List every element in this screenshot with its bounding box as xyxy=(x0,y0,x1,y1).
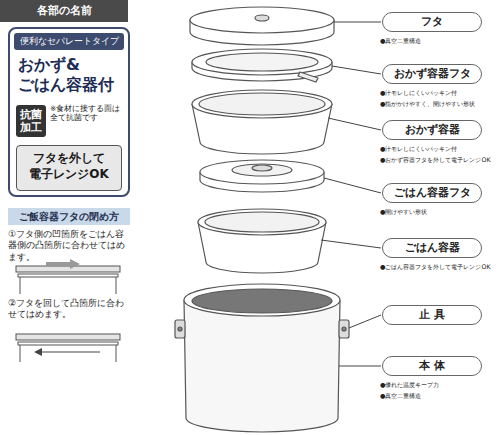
clasp-left xyxy=(175,320,185,338)
part-label: ごはん容器フタ xyxy=(382,183,482,203)
leader-line xyxy=(321,240,381,248)
rice-lid-center xyxy=(232,164,292,176)
leader-line xyxy=(339,366,381,367)
part-label: 本 体 xyxy=(382,356,482,376)
container-rim-sketch xyxy=(18,274,118,277)
arrow-icon xyxy=(40,352,100,353)
main-body-opening xyxy=(192,289,332,313)
leader-line xyxy=(328,118,381,130)
container-rim-sketch xyxy=(18,342,118,345)
rice-container-rim xyxy=(198,209,326,235)
antibacterial-badge: 抗菌加工 xyxy=(16,105,46,137)
feature-note: ●汁モレしにくいパッキン付 xyxy=(380,143,498,154)
container-sketch xyxy=(20,276,116,294)
main-body-rim xyxy=(184,284,340,316)
clasp-pin xyxy=(178,327,182,331)
leader-line xyxy=(332,66,381,74)
part-label: ごはん容器 xyxy=(382,238,482,258)
lid-top xyxy=(190,7,334,33)
main-body xyxy=(184,300,340,432)
part-name: おかず容器 xyxy=(389,121,475,138)
arrow-icon xyxy=(46,259,80,269)
feature-notes: ●汁モレしにくいパッキン付●指がかけやすく、開けやすい形状 xyxy=(380,87,498,109)
feature-notes: ●真空二重構造 xyxy=(380,35,498,46)
feature-note: ●真空二重構造 xyxy=(380,390,498,401)
feature-note: ●おかず容器フタを外して電子レンジOK xyxy=(380,154,498,165)
lid-sketch xyxy=(16,266,120,272)
node-text: ご飯容器フタの閉め方 xyxy=(10,209,128,224)
part-label: 止 具 xyxy=(382,305,482,325)
feature-notes: ●優れた温度キープ力●真空二重構造 xyxy=(380,379,498,401)
feature-notes: ●汁モレしにくいパッキン付●おかず容器フタを外して電子レンジOK xyxy=(380,143,498,165)
node-text: 抗菌加工 xyxy=(20,108,42,134)
node-text: フタを外して 電子レンジOK xyxy=(20,150,118,182)
part-label: フタ xyxy=(382,12,482,32)
part-name: フタ xyxy=(389,13,475,30)
feature-note: ●ごはん容器フタを外して電子レンジOK xyxy=(380,261,498,272)
part-name: 本 体 xyxy=(389,357,475,374)
feature-note: ●真空二重構造 xyxy=(380,35,498,46)
lid-valve xyxy=(255,15,269,21)
side-lid-inner xyxy=(206,53,318,71)
feature-note: ●指がかけやすく、開けやすい形状 xyxy=(380,98,498,109)
side-container-rim xyxy=(192,90,332,118)
part-name: ごはん容器フタ xyxy=(389,184,475,201)
section-heading: 各部の名前 xyxy=(0,0,128,22)
feature-note: ●開けやすい形状 xyxy=(380,206,498,217)
leader-line xyxy=(324,178,381,193)
node-text: おかず& ごはん容器付 xyxy=(14,55,124,95)
rice-container-inner xyxy=(205,212,319,232)
feature-notes: ●ごはん容器フタを外して電子レンジOK xyxy=(380,261,498,272)
part-name: 止 具 xyxy=(389,306,475,323)
footnote: ※食材に接する面は全て抗菌です xyxy=(50,104,128,123)
node-text: 便利なセパレートタイプ xyxy=(14,33,124,50)
clasp-pin xyxy=(342,327,346,331)
feature-note: ●優れた温度キープ力 xyxy=(380,379,498,390)
part-name: おかず容器フタ xyxy=(389,65,475,82)
arrow-icon xyxy=(34,348,42,356)
part-label: おかず容器フタ xyxy=(382,64,482,84)
feature-note: ●汁モレしにくいパッキン付 xyxy=(380,87,498,98)
side-lid-ring xyxy=(192,49,332,75)
container-sketch xyxy=(20,344,116,362)
microwave-note-box: フタを外して 電子レンジOK xyxy=(16,145,122,191)
leader-line xyxy=(334,22,381,23)
side-container-inner xyxy=(199,93,325,115)
clasp-right xyxy=(339,320,349,338)
instruction-text: ①フタ側の凹箇所をごはん容器側の凸箇所に合わせてはめます。 xyxy=(8,229,132,263)
side-lid-tab xyxy=(298,72,318,82)
leader-line xyxy=(349,315,381,328)
section-bar: ご飯容器フタの閉め方 xyxy=(8,208,130,225)
part-label: おかず容器 xyxy=(382,120,482,140)
rice-lid-knob xyxy=(252,165,272,171)
feature-notes: ●開けやすい形状 xyxy=(380,206,498,217)
lid-sketch xyxy=(16,334,120,340)
part-name: ごはん容器 xyxy=(389,239,475,256)
instruction-text: ②フタを回して凸箇所に合わせてはめます。 xyxy=(8,298,132,321)
rice-lid-top xyxy=(200,160,324,184)
